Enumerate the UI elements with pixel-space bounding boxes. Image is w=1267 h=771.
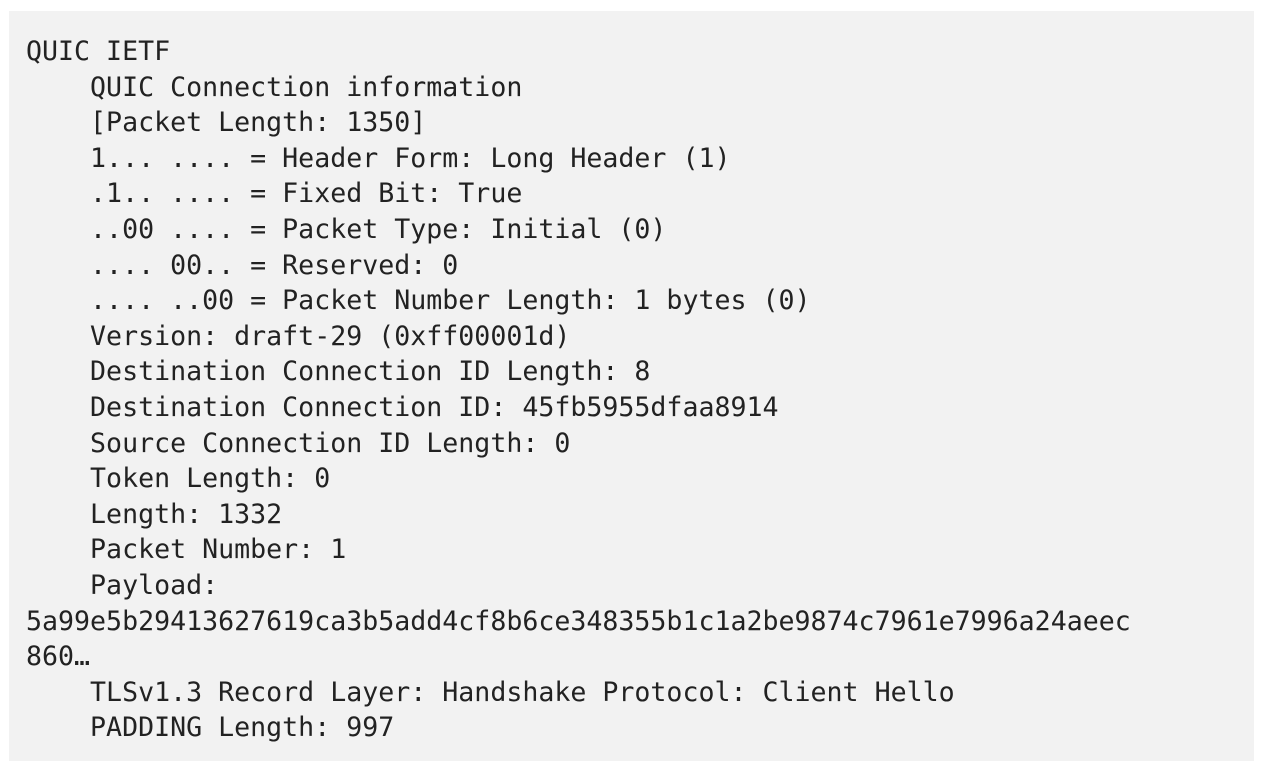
scid-length-line: Source Connection ID Length: 0 [90,427,571,459]
dcid-line: Destination Connection ID: 45fb5955dfaa8… [90,391,779,423]
reserved-line: .... 00.. = Reserved: 0 [90,249,459,281]
length-line: Length: 1332 [90,498,283,530]
packet-number-line: Packet Number: 1 [90,534,347,566]
packet-details-panel: QUIC IETF QUIC Connection information [P… [9,11,1254,761]
token-length-line: Token Length: 0 [90,463,331,495]
version-line: Version: draft-29 (0xff00001d) [90,320,571,352]
protocol-header-line: QUIC IETF [26,36,171,67]
payload-label-line: Payload: [90,569,219,601]
header-form-line: 1... .... = Header Form: Long Header (1) [90,142,731,174]
tls-record-line: TLSv1.3 Record Layer: Handshake Protocol… [90,676,955,708]
packet-length-line: [Packet Length: 1350] [90,107,427,139]
payload-hex-continuation-line: 860… [26,641,91,673]
packet-number-length-line: .... ..00 = Packet Number Length: 1 byte… [90,285,811,317]
connection-info-line: QUIC Connection information [90,71,523,103]
padding-length-line: PADDING Length: 997 [90,712,395,744]
packet-type-line: ..00 .... = Packet Type: Initial (0) [90,213,667,245]
payload-hex-line: 5a99e5b29413627619ca3b5add4cf8b6ce348355… [26,605,1131,637]
fixed-bit-line: .1.. .... = Fixed Bit: True [90,178,523,210]
dcid-length-line: Destination Connection ID Length: 8 [90,356,651,388]
